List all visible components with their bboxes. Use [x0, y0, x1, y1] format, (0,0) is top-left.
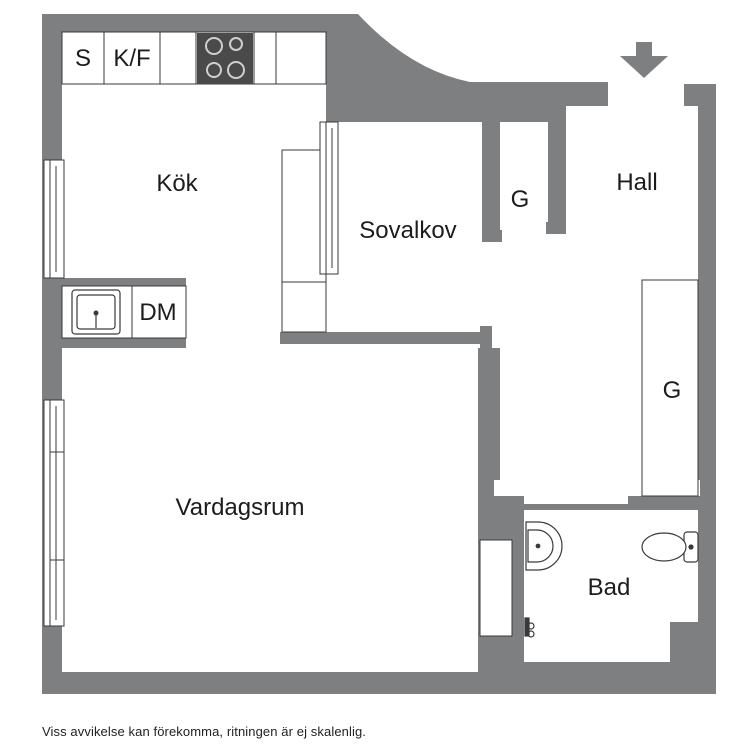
stove-icon	[197, 33, 253, 84]
wardrobe-label-hall: G	[663, 377, 682, 404]
wardrobe-label-alcove: G	[511, 186, 530, 213]
shower-tap-icon	[524, 617, 535, 638]
hall-wardrobe	[641, 279, 699, 497]
room-label-alcove: Sovalkov	[359, 217, 456, 244]
floor-plan: S K/F DM	[42, 14, 716, 694]
toilet-icon	[641, 531, 699, 563]
washbasin-icon	[525, 521, 563, 571]
disclaimer-text: Viss avvikelse kan förekomma, ritningen …	[42, 724, 367, 739]
room-label-bath: Bad	[588, 574, 631, 601]
room-label-living: Vardagsrum	[176, 494, 305, 521]
alcove-partition	[281, 121, 339, 333]
sink-label: S	[75, 45, 91, 72]
dishwasher-label: DM	[139, 299, 176, 326]
window-living	[43, 399, 65, 627]
floor-areas	[62, 32, 700, 672]
sink-dishwasher-unit	[61, 285, 187, 339]
room-label-hall: Hall	[616, 169, 657, 196]
window-kitchen	[43, 159, 65, 279]
fridge-freezer-label: K/F	[113, 45, 150, 72]
kitchen-counter	[61, 31, 327, 85]
living-builtin	[479, 539, 513, 637]
room-label-kitchen: Kök	[156, 170, 198, 197]
entrance-arrow-icon	[620, 42, 668, 78]
